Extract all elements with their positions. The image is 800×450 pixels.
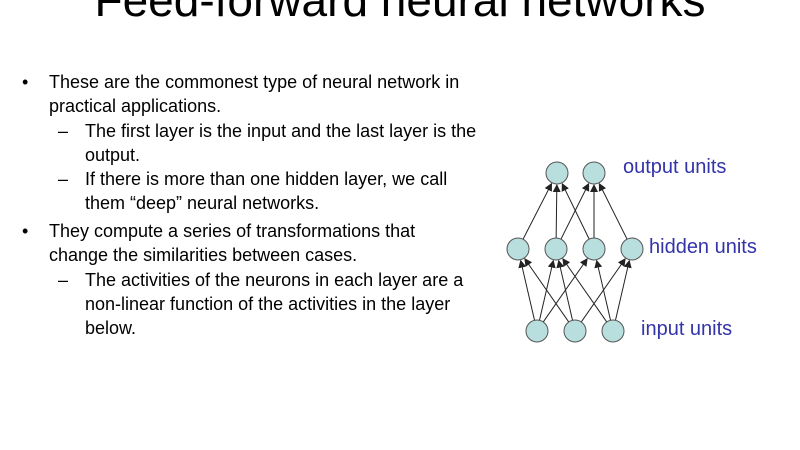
sub-bullet-2-1: – The activities of the neurons in each … (58, 268, 478, 340)
hidden-to-output-edge (522, 182, 552, 240)
bullet-1: • These are the commonest type of neural… (22, 70, 472, 118)
sub-bullet-text: The first layer is the input and the las… (85, 121, 477, 165)
hidden-unit-node (506, 237, 530, 261)
input-to-hidden-edge (594, 259, 612, 321)
sub-bullet-dash: – (58, 169, 69, 189)
connection-edges (518, 182, 632, 323)
input-unit-node (525, 319, 549, 343)
sub-bullet-1-2: – If there is more than one hidden layer… (58, 167, 478, 215)
bullet-dot: • (22, 72, 29, 92)
hidden-units-label: hidden units (649, 236, 757, 258)
input-to-hidden-edge (562, 258, 608, 323)
sub-bullet-1-1: – The first layer is the input and the l… (58, 119, 478, 167)
sub-bullet-dash: – (58, 270, 69, 290)
input-to-hidden-edge (614, 259, 632, 321)
hidden-unit-node (582, 237, 606, 261)
input-units-label: input units (641, 318, 732, 340)
output-units-label: output units (623, 156, 726, 178)
bullet-dot: • (22, 221, 29, 241)
hidden-to-output-edge (561, 182, 590, 240)
network-diagram: output units hidden units input units (506, 156, 757, 343)
hidden-to-output-edge (552, 183, 561, 239)
output-unit-node (545, 161, 569, 185)
sub-bullet-text: If there is more than one hidden layer, … (85, 169, 448, 213)
output-unit-node (582, 161, 606, 185)
input-to-hidden-edge (524, 258, 570, 323)
bullet-2: • They compute a series of transformatio… (22, 219, 472, 267)
sub-bullet-text: The activities of the neurons in each la… (85, 270, 464, 338)
sub-bullet-dash: – (58, 121, 69, 141)
input-to-hidden-edge (518, 259, 536, 321)
bullet-text: They compute a series of transformations… (49, 221, 416, 265)
hidden-to-output-edge (598, 182, 628, 240)
bullet-text: These are the commonest type of neural n… (49, 72, 460, 116)
slide-title: Feed-forward neural networks (94, 0, 706, 26)
neuron-nodes (506, 161, 644, 343)
hidden-unit-node (544, 237, 568, 261)
input-to-hidden-edge (556, 259, 574, 321)
input-unit-node (563, 319, 587, 343)
hidden-unit-node (620, 237, 644, 261)
hidden-to-output-edge (560, 182, 590, 240)
input-unit-node (601, 319, 625, 343)
